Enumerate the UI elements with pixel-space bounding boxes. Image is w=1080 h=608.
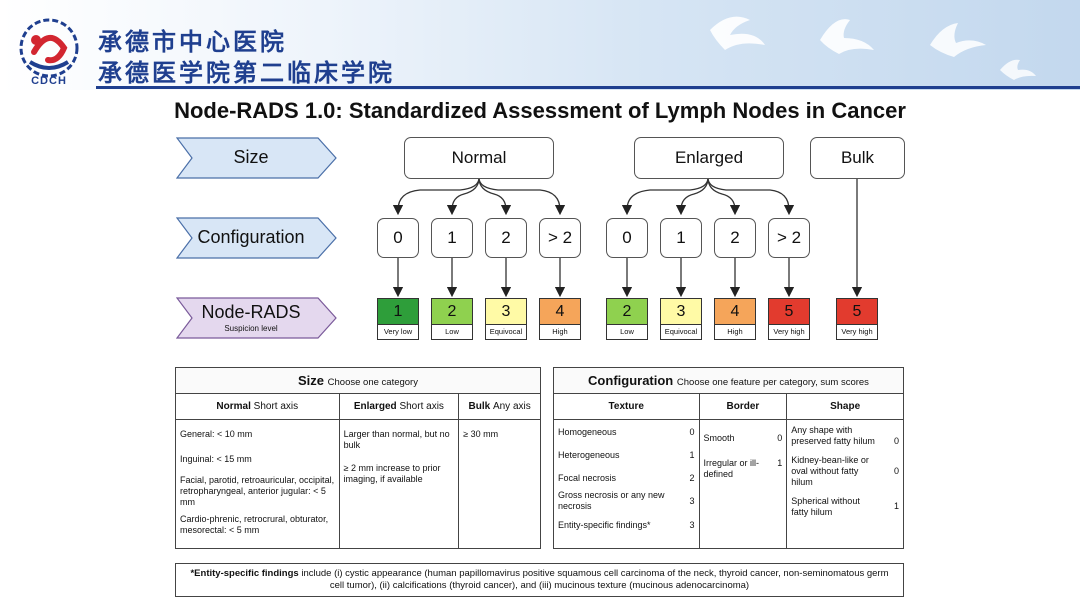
shape-item: Kidney-bean-like or oval without fatty h… [791, 455, 899, 488]
config-box-gt2: > 2 [539, 218, 581, 258]
size-enlarged-box: Enlarged [634, 137, 784, 179]
config-box-0: 0 [606, 218, 648, 258]
config-box-gt2: > 2 [768, 218, 810, 258]
score-number: 3 [486, 299, 526, 325]
bulk-item: ≥ 30 mm [463, 429, 536, 440]
footnote-bold: *Entity-specific findings [190, 568, 298, 579]
config-box-1: 1 [431, 218, 473, 258]
node-rads-label: Node-RADS [176, 302, 326, 323]
normal-item: Cardio-phrenic, retrocrural, obturator, … [180, 514, 335, 536]
configuration-table: Configuration Choose one feature per cat… [553, 367, 904, 549]
size-enlarged-header: Enlarged Short axis [339, 394, 459, 420]
size-normal-cell: General: < 10 mm Inguinal: < 15 mm Facia… [176, 420, 340, 549]
size-label: Size [176, 147, 326, 168]
score-number: 3 [661, 299, 701, 325]
score-number: 1 [378, 299, 418, 325]
configuration-label: Configuration [176, 227, 326, 248]
size-label-arrow: Size [176, 137, 336, 179]
node-rads-label-arrow: Node-RADS Suspicion level [176, 297, 336, 339]
normal-item: General: < 10 mm [180, 429, 335, 440]
normal-item: Inguinal: < 15 mm [180, 454, 335, 465]
score-caption: High [540, 324, 580, 339]
score-caption: Equivocal [661, 324, 701, 339]
size-table-title: Size Choose one category [176, 368, 541, 394]
score-number: 5 [769, 299, 809, 325]
size-enlarged-cell: Larger than normal, but no bulk ≥ 2 mm i… [339, 420, 459, 549]
size-table: Size Choose one category Normal Short ax… [175, 367, 541, 549]
texture-header: Texture [554, 394, 700, 420]
config-box-2: 2 [714, 218, 756, 258]
enlarged-item: Larger than normal, but no bulk [344, 429, 455, 451]
size-bulk-box: Bulk [810, 137, 905, 179]
score-number: 5 [837, 299, 877, 325]
score-caption: Very high [837, 324, 877, 339]
entity-specific-footnote: *Entity-specific findings include (i) cy… [175, 563, 904, 597]
score-caption: Very low [378, 324, 418, 339]
enlarged-item: ≥ 2 mm increase to prior imaging, if ava… [344, 463, 455, 485]
size-bulk-header: Bulk Any axis [459, 394, 541, 420]
score-caption: High [715, 324, 755, 339]
border-header: Border [699, 394, 787, 420]
configuration-label-arrow: Configuration [176, 217, 336, 259]
score-caption: Equivocal [486, 324, 526, 339]
footnote-text: include (i) cystic appearance (human pap… [299, 568, 889, 591]
score-caption: Low [607, 324, 647, 339]
normal-item: Facial, parotid, retroauricular, occipit… [180, 475, 335, 508]
config-box-2: 2 [485, 218, 527, 258]
node-rads-sublabel: Suspicion level [176, 324, 326, 333]
score-number: 2 [432, 299, 472, 325]
score-number: 2 [607, 299, 647, 325]
score-caption: Very high [769, 324, 809, 339]
config-box-1: 1 [660, 218, 702, 258]
config-table-title: Configuration Choose one feature per cat… [554, 368, 904, 394]
texture-item: Entity-specific findings*3 [558, 520, 695, 531]
score-number: 4 [540, 299, 580, 325]
score-caption: Low [432, 324, 472, 339]
size-normal-box: Normal [404, 137, 554, 179]
size-bulk-cell: ≥ 30 mm [459, 420, 541, 549]
score-number: 4 [715, 299, 755, 325]
size-normal-header: Normal Short axis [176, 394, 340, 420]
shape-header: Shape [787, 394, 904, 420]
config-box-0: 0 [377, 218, 419, 258]
